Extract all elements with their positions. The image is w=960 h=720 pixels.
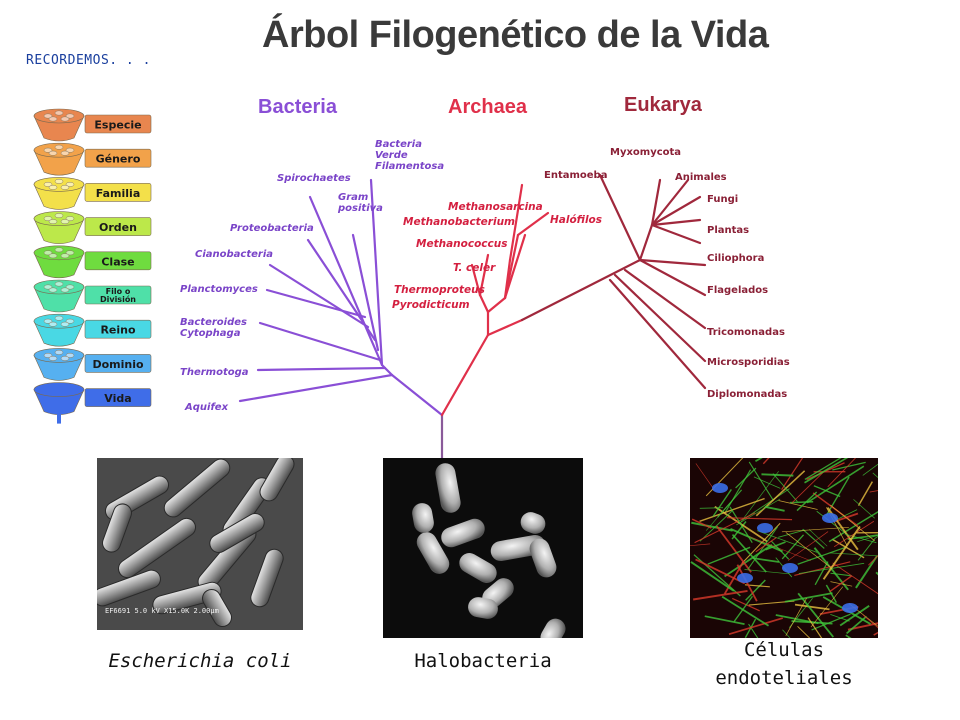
halobacteria-photo — [383, 458, 583, 638]
eukarya-taxon-label: Fungi — [707, 194, 738, 205]
eukarya-taxon-label: Diplomonadas — [707, 389, 787, 400]
taxonomy-label: Género — [96, 153, 141, 166]
taxonomy-label: Reino — [100, 324, 136, 337]
eukarya-taxon-label: Flagelados — [707, 285, 768, 296]
taxonomy-level: Orden — [33, 211, 152, 244]
taxonomy-level: Género — [33, 142, 152, 176]
taxonomy-label: Familia — [96, 187, 141, 200]
taxonomy-label: Orden — [99, 221, 137, 234]
recordemos-label: RECORDEMOS. . . — [26, 53, 151, 68]
taxonomy-label: Clase — [101, 255, 134, 268]
domain-label: Archaea — [448, 96, 528, 118]
domain-label: Bacteria — [258, 96, 338, 118]
bacteria-taxon-label: Planctomyces — [180, 284, 258, 295]
eukarya-taxon-label: Entamoeba — [544, 170, 607, 181]
archaea-taxon-label: Halófilos — [550, 214, 602, 226]
taxonomy-level: Dominio — [33, 348, 152, 381]
bacteria-taxon-label: Spirochaetes — [277, 173, 351, 184]
archaea-taxon-label: Methanococcus — [416, 238, 507, 250]
endothelial-cells-photo — [690, 458, 878, 638]
archaea-taxon-label: T. celer — [453, 262, 496, 274]
endothelial-caption-line2: endoteliales — [715, 667, 853, 689]
archaea-taxon-label: Thermoproteus — [394, 284, 485, 296]
archaea-taxon-label: Methanosarcina — [448, 201, 543, 213]
eukarya-taxon-label: Myxomycota — [610, 147, 681, 158]
taxonomy-level: Reino — [33, 313, 152, 347]
archaea-taxon-label: Pyrodicticum — [392, 299, 470, 311]
bacteria-taxon-label: Aquifex — [184, 402, 229, 413]
page-title: Árbol Filogenético de la Vida — [262, 14, 769, 56]
taxonomy-level: Familia — [33, 177, 152, 210]
bacteria-taxon-label: Thermotoga — [180, 367, 249, 378]
ecoli-caption: Escherichia coli — [108, 650, 292, 672]
taxonomy-level: Vida — [33, 382, 152, 415]
eukarya-taxon-label: Plantas — [707, 225, 749, 236]
endothelial-caption-line1: Células — [743, 639, 825, 661]
taxonomy-label: Vida — [104, 392, 131, 405]
eukarya-taxon-label: Ciliophora — [707, 253, 764, 264]
eukarya-taxon-label: Animales — [675, 172, 727, 183]
ecoli-photo: EF6691 5.0 kV X15.0K 2.00µm — [97, 458, 303, 630]
micrograph-scale-text: EF6691 5.0 kV X15.0K 2.00µm — [105, 607, 219, 615]
eukarya-taxon-label: Microsporidias — [707, 357, 790, 368]
taxonomy-level: Especie — [33, 108, 152, 142]
taxonomy-label: Dominio — [92, 358, 144, 371]
endothelial-caption: Células endoteliales — [690, 636, 878, 692]
bacteria-taxon-label: Proteobacteria — [230, 223, 314, 234]
archaea-taxon-label: Methanobacterium — [403, 216, 515, 228]
domain-label: Eukarya — [624, 94, 703, 116]
halobacteria-caption: Halobacteria — [414, 650, 552, 672]
bacteria-taxon-label: Cianobacteria — [195, 249, 273, 260]
taxonomy-level: Clase — [33, 245, 152, 279]
taxonomy-label: Especie — [94, 119, 141, 132]
eukarya-taxon-label: Tricomonadas — [707, 327, 785, 338]
